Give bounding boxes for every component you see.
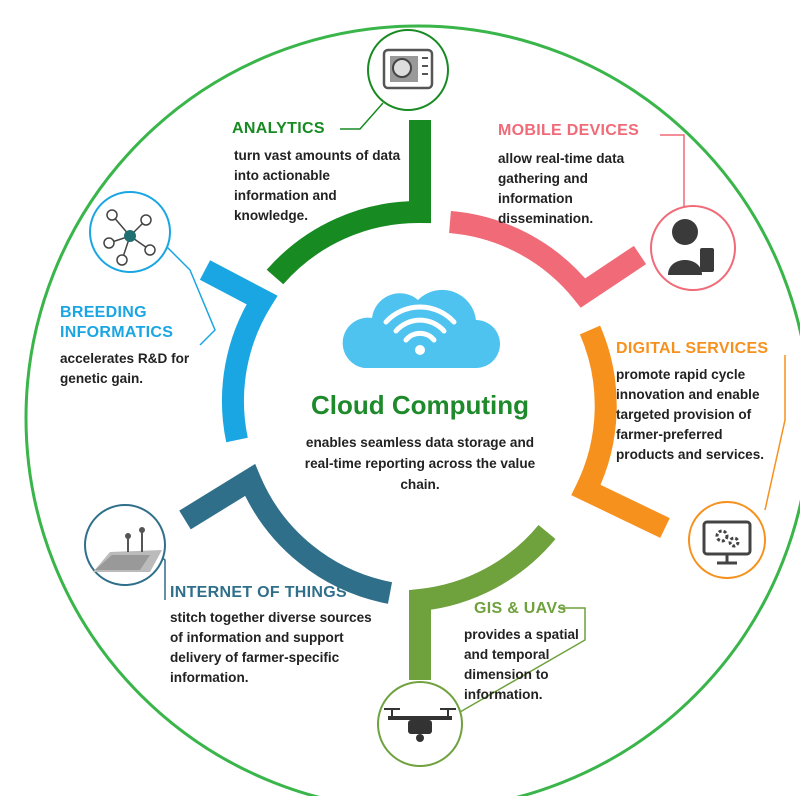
icon-mobile-devices xyxy=(650,205,736,291)
cloud-wifi-icon xyxy=(342,289,500,368)
digital-services-description: promote rapid cycle innovation and enabl… xyxy=(616,367,765,462)
gis-uavs-description: provides a spatial and temporal dimensio… xyxy=(464,627,579,702)
arc-digital-services xyxy=(571,325,670,538)
breeding-informatics-description: accelerates R&D for genetic gain. xyxy=(60,351,190,386)
analytics-title: ANALYTICS xyxy=(232,120,325,137)
icon-digital-services xyxy=(688,501,766,579)
icon-breeding-informatics xyxy=(89,191,171,273)
icon-gis-uavs xyxy=(377,681,463,767)
connector-lines xyxy=(149,102,786,713)
icon-internet-of-things xyxy=(84,504,166,586)
analytics-description: turn vast amounts of data into actionabl… xyxy=(234,148,401,223)
center-description: enables seamless data storage and real-t… xyxy=(304,435,536,492)
internet-of-things-description: stitch together diverse sources of infor… xyxy=(170,610,372,685)
connector-digital xyxy=(764,355,786,511)
arc-breeding-informatics xyxy=(199,260,278,443)
mobile-devices-description: allow real-time data gathering and infor… xyxy=(498,151,625,226)
inner-ring xyxy=(179,120,670,680)
arc-gis-uavs xyxy=(409,524,556,680)
mobile-devices-title: MOBILE DEVICES xyxy=(498,122,640,139)
connector-breeding xyxy=(157,237,216,346)
breeding-informatics-title: BREEDING INFORMATICS xyxy=(60,304,174,341)
internet-of-things-title: INTERNET OF THINGS xyxy=(170,584,347,601)
arc-analytics xyxy=(266,120,431,285)
icon-analytics xyxy=(367,29,449,111)
outer-ring xyxy=(24,24,800,796)
center-title: Cloud Computing xyxy=(310,390,530,420)
connector-mobile xyxy=(660,134,685,210)
connector-gis xyxy=(459,607,586,713)
arc-mobile-devices xyxy=(448,211,647,308)
digital-services-title: DIGITAL SERVICES xyxy=(616,340,769,357)
arc-internet-of-things xyxy=(179,463,393,604)
gis-uavs-title: GIS & UAVs xyxy=(474,600,567,617)
connector-analytics xyxy=(340,102,384,130)
